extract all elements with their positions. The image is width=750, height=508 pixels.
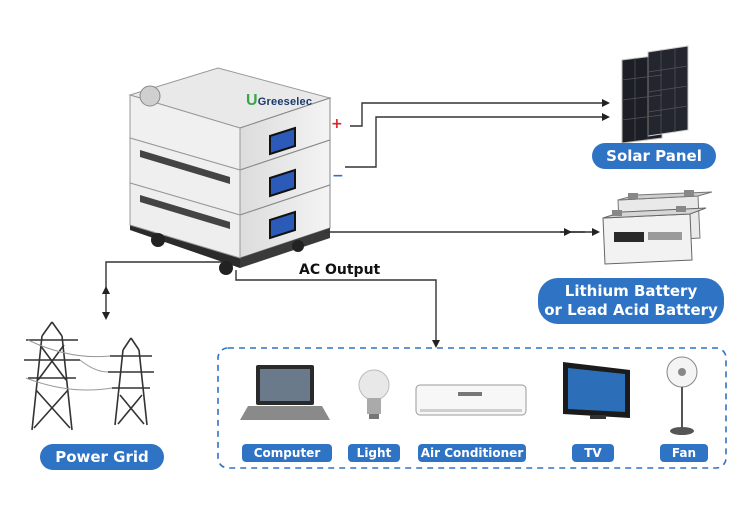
lead-acid-battery-icon (602, 190, 713, 265)
tv-icon (563, 362, 630, 419)
fan-icon (666, 356, 698, 435)
appliance-label-air-conditioner: Air Conditioner (418, 444, 526, 462)
connection-lines (102, 99, 610, 348)
battery-arrow-icon (564, 228, 572, 236)
solar-panel-label: Solar Panel (592, 143, 716, 169)
appliance-label-fan: Fan (660, 444, 708, 462)
brand-mark-icon: U (246, 92, 258, 109)
battery-label: Lithium Battery or Lead Acid Battery (538, 278, 724, 324)
power-grid-towers-icon (24, 321, 154, 431)
energy-storage-unit (128, 67, 332, 275)
solar-panel-icon (621, 45, 689, 144)
appliance-label-computer: Computer (242, 444, 332, 462)
brand-name: Greeselec (257, 96, 313, 108)
bulb-icon (358, 369, 390, 419)
laptop-icon (240, 365, 330, 420)
negative-terminal-label: − (332, 168, 344, 184)
ac-output-label: AC Output (299, 262, 381, 278)
grid-arrow-icon (102, 286, 110, 294)
air-conditioner-icon (415, 384, 527, 416)
appliance-group-frame (217, 347, 727, 469)
brand-logo: UGreeselec (246, 92, 312, 110)
appliance-label-tv: TV (572, 444, 614, 462)
positive-terminal-label: + (331, 116, 343, 132)
power-grid-label: Power Grid (40, 444, 164, 470)
appliance-label-light: Light (348, 444, 400, 462)
